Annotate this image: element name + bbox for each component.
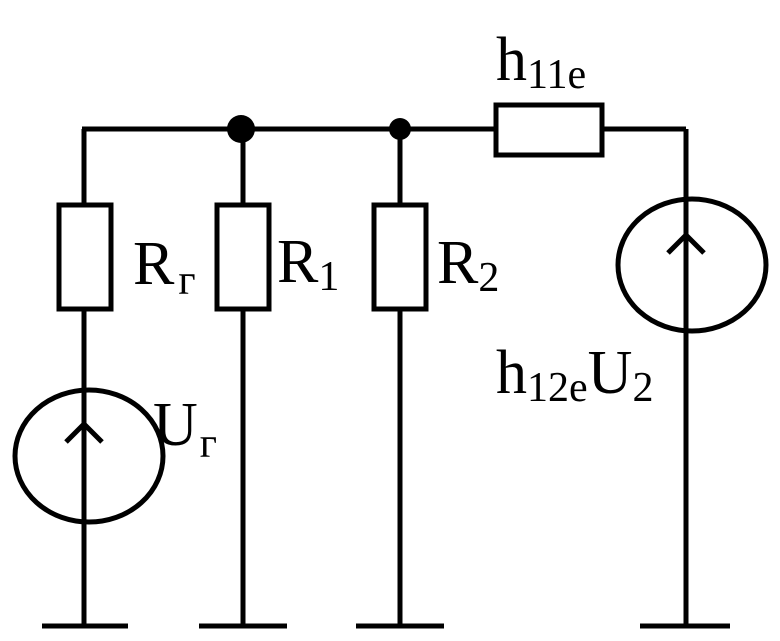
arrow-up-icon xyxy=(666,231,706,255)
branch-r2 xyxy=(371,129,429,626)
branch-rg-ug xyxy=(12,129,166,626)
branch-h12e-source xyxy=(615,129,769,626)
voltage-source-h12e-u2 xyxy=(615,196,769,334)
label-r1: R1 xyxy=(277,228,339,300)
resistor-rg xyxy=(56,202,114,312)
resistor-r2 xyxy=(371,202,429,312)
label-rg: Rг xyxy=(133,230,196,304)
resistor-h11e xyxy=(493,102,605,158)
label-h11e: h11e xyxy=(496,26,586,98)
resistor-r1 xyxy=(214,202,272,312)
branch-r1 xyxy=(214,129,272,626)
label-r2: R2 xyxy=(437,229,499,301)
label-ug: Uг xyxy=(153,391,217,467)
label-h12e-u2: h12eU2 xyxy=(496,339,653,411)
voltage-source-ug xyxy=(12,387,166,525)
arrow-up-icon xyxy=(64,420,104,444)
